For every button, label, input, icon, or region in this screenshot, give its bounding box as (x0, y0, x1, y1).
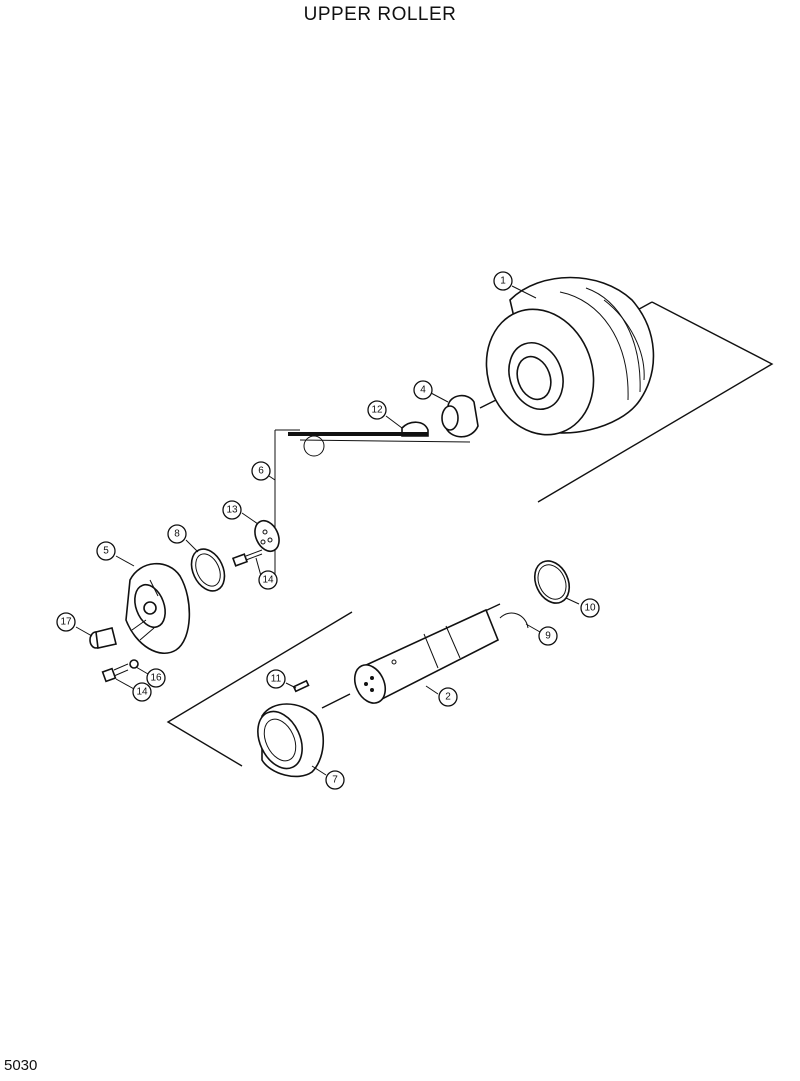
callout-2: 2 (438, 687, 458, 707)
page-code: 5030 (4, 1057, 38, 1074)
svg-text:14: 14 (136, 687, 148, 698)
svg-text:14: 14 (262, 575, 274, 586)
svg-text:12: 12 (371, 405, 383, 416)
svg-text:2: 2 (445, 692, 451, 703)
pin (292, 679, 310, 693)
callout-6: 6 (251, 461, 271, 481)
ring (533, 560, 571, 604)
svg-text:10: 10 (584, 603, 596, 614)
roller (485, 276, 655, 436)
callout-16: 16 (146, 668, 166, 688)
callout-17: 17 (56, 612, 76, 632)
o-ring (190, 548, 226, 592)
bushing (441, 394, 479, 438)
svg-text:11: 11 (271, 674, 282, 685)
bolt-upper (231, 549, 263, 567)
svg-text:13: 13 (226, 505, 238, 516)
callout-8: 8 (167, 524, 187, 544)
svg-text:17: 17 (60, 617, 72, 628)
svg-text:8: 8 (174, 529, 180, 540)
support (125, 562, 191, 655)
floating-seal (257, 703, 325, 778)
callout-13: 13 (222, 500, 242, 520)
part-6-line (274, 429, 300, 580)
callout-14-lower: 14 (132, 682, 152, 702)
svg-text:5: 5 (103, 546, 109, 557)
callout-4: 4 (413, 380, 433, 400)
bolt-lower (101, 659, 139, 683)
leader-lines (75, 285, 580, 776)
callout-12: 12 (367, 400, 387, 420)
cover (254, 519, 280, 553)
svg-text:6: 6 (258, 466, 264, 477)
callout-14-upper: 14 (258, 570, 278, 590)
svg-text:1: 1 (500, 276, 506, 287)
svg-text:4: 4 (420, 385, 426, 396)
shaft (353, 608, 500, 704)
svg-text:9: 9 (545, 631, 551, 642)
svg-text:16: 16 (150, 673, 162, 684)
callout-11: 11 (266, 669, 286, 689)
callout-10: 10 (580, 598, 600, 618)
page-title: UPPER ROLLER (303, 4, 457, 25)
snap-ring (499, 612, 529, 629)
callout-5: 5 (96, 541, 116, 561)
plug (89, 627, 117, 649)
svg-text:7: 7 (332, 775, 338, 786)
callout-7: 7 (325, 770, 345, 790)
thrust-washer (288, 421, 471, 457)
callout-9: 9 (538, 626, 558, 646)
callout-1: 1 (493, 271, 513, 291)
